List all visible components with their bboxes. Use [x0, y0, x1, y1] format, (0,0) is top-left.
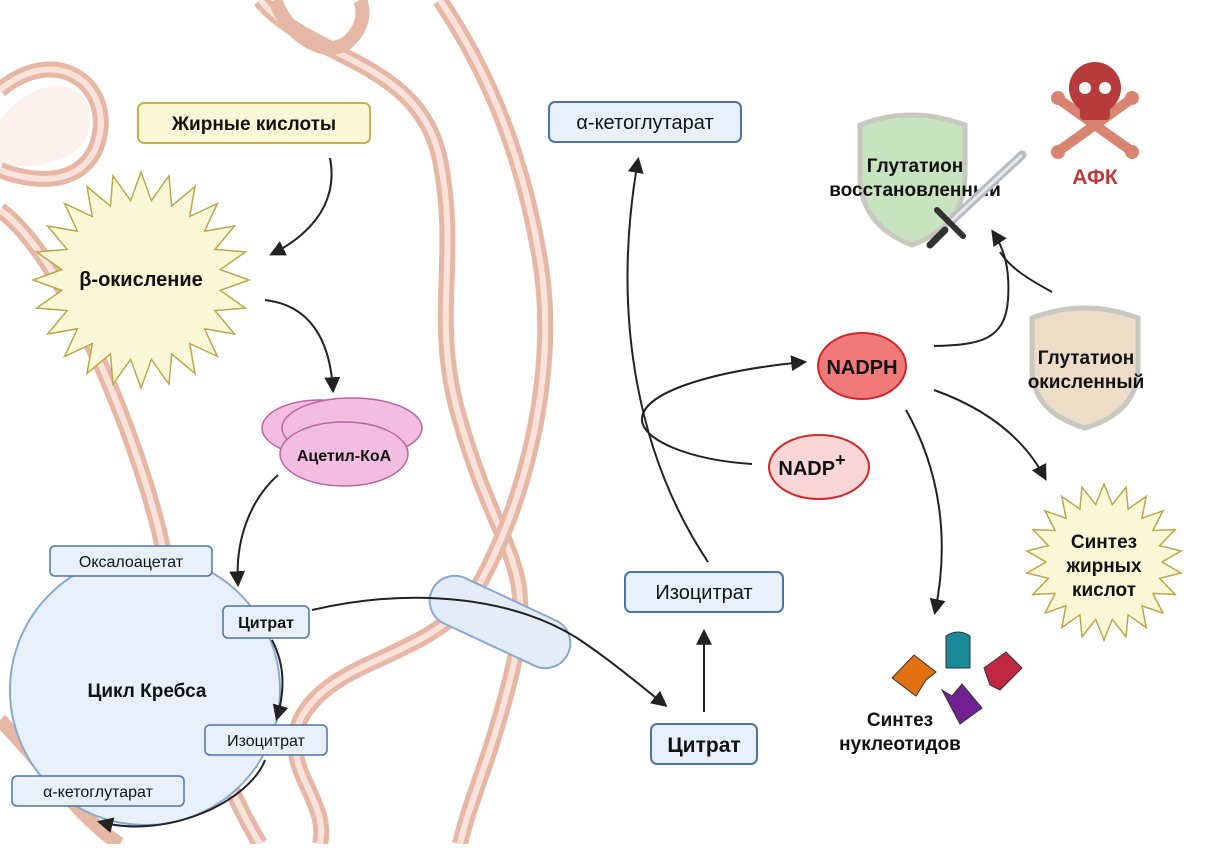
gsh-label-line2: восстановленный [829, 180, 1001, 201]
citrate-mito-box [222, 605, 310, 639]
akg-mito-box [11, 775, 185, 807]
nadph-node [817, 332, 907, 400]
arrow-citrate-to-isocitrate [271, 639, 289, 722]
nadp-node [768, 434, 870, 500]
nadp-base: NADP [778, 458, 835, 480]
arrow-nadph-to-nucleotides [905, 409, 946, 616]
gssg-label-line2: окисленный [1028, 372, 1145, 393]
arrow-nadph-to-gsh [933, 229, 1010, 347]
gsh-label-line1: Глутатион [867, 156, 963, 177]
citrate-cyto-label: Цитрат [667, 734, 740, 757]
nadp-superscript: + [835, 450, 846, 470]
nucleotide-block-icon [940, 683, 983, 725]
isocitrate-mito-box [204, 724, 328, 756]
arrow-citrate-export [311, 596, 668, 707]
arrow-isocitrate-to-akg-cyto [626, 156, 709, 563]
fa-synth-line1: Синтез [1071, 532, 1137, 553]
akg-cyto-label: α-кетоглутарат [576, 112, 713, 134]
fatty-acids-label: Жирные кислоты [171, 114, 336, 135]
citrate-transporter [428, 574, 572, 670]
isocitrate-mito-label: Изоцитрат [227, 733, 305, 750]
crista-main-core [257, 0, 524, 845]
isocitrate-cyto-label: Изоцитрат [655, 582, 752, 604]
ros-label: АФК [1072, 166, 1118, 189]
oxaloacetate-box [49, 545, 213, 577]
nucleotide-block-icon [891, 654, 937, 697]
krebs-cycle-label: Цикл Кребса [87, 681, 206, 702]
arrow-nadph-to-fa-synth [933, 389, 1047, 481]
pathway-arrows [96, 156, 1053, 833]
shield-icon [1029, 305, 1141, 431]
fa-synth-line3: кислот [1072, 580, 1136, 601]
arrow-fa-to-beta [269, 157, 333, 256]
arrow-isocitrate-to-akg [96, 759, 266, 833]
acetyl-coa-label: Ацетил-КоА [297, 448, 392, 465]
nuc-synth-line1: Синтез [867, 710, 933, 731]
fa-synth-line2: жирных [1065, 556, 1141, 577]
fatty-acids-box [137, 102, 371, 144]
arrow-gssg-to-gsh [999, 251, 1053, 293]
nucleotide-block-icon [945, 631, 971, 669]
nadp-label: NADP+ [778, 450, 845, 480]
citrate-cyto-box [650, 723, 758, 765]
skull-crossbones-icon [1051, 62, 1139, 159]
akg-cyto-box [548, 101, 742, 143]
arrow-acetyl-to-citrate [229, 474, 279, 588]
oxaloacetate-label: Оксалоацетат [79, 554, 184, 571]
nuc-synth-line2: нуклеотидов [839, 734, 961, 755]
starburst-icon [1024, 481, 1184, 643]
akg-mito-label: α-кетоглутарат [43, 784, 153, 801]
gssg-label-line1: Глутатион [1038, 348, 1134, 369]
arrow-beta-to-acetyl [264, 299, 341, 394]
mitochondrial-matrix [0, 86, 90, 167]
nadph-label: NADPH [826, 357, 897, 379]
outer-membrane-core [0, 66, 104, 182]
arrow-nadp-to-nadph [640, 355, 808, 465]
crista-top [268, 0, 370, 55]
nucleotide-block-icon [983, 651, 1023, 691]
citrate-mito-label: Цитрат [238, 615, 294, 632]
acetyl-coa-stack [261, 397, 423, 487]
isocitrate-cyto-box [624, 571, 784, 613]
sword-icon [926, 150, 1027, 249]
beta-oxidation-label: β-окисление [79, 269, 203, 291]
nucleotide-blocks [891, 631, 1023, 725]
starburst-icon [30, 169, 252, 391]
